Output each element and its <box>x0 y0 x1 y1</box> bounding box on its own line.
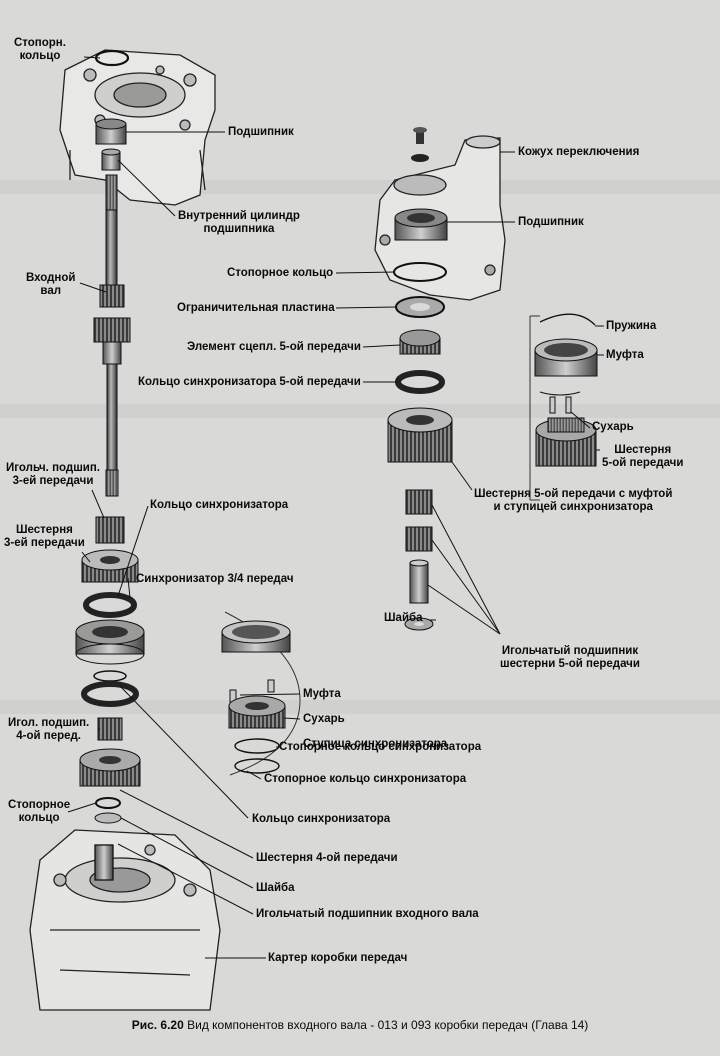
label-synchro-ring-5th: Кольцо синхронизатора 5-ой передачи <box>138 376 361 388</box>
label-shift-housing: Кожух переключения <box>518 146 640 158</box>
label-synchronizer-3-4: Синхронизатор 3/4 передач <box>136 573 294 585</box>
label-spring: Пружина <box>606 320 657 332</box>
engage-element-5th <box>399 329 441 355</box>
label-snap-ring-right: Стопорное кольцо <box>227 267 334 279</box>
needle-bearing-5th-a <box>405 489 433 515</box>
label-key-mid: Сухарь <box>303 713 345 725</box>
label-needle-bearing-input: Игольчатый подшипник входного вала <box>256 908 479 920</box>
hub-circlip-1 <box>234 738 280 754</box>
synchro-ring-4th <box>81 681 139 707</box>
figure-caption-text: Вид компонентов входного вала - 013 и 09… <box>187 1018 589 1032</box>
label-engage-element-5th: Элемент сцепл. 5-ой передачи <box>187 341 361 353</box>
bracket-right <box>529 315 540 501</box>
synchronizer-3-4 <box>75 619 145 665</box>
gear-3rd <box>81 549 139 583</box>
label-hub-circlip-1: Стопорное кольцо синхронизатора <box>279 741 482 753</box>
needle-bearing-5th-b <box>405 526 433 552</box>
synchro-ring-3rd <box>83 592 137 618</box>
gear-5th-right <box>535 417 597 467</box>
synchro-ring-5th <box>395 370 445 394</box>
label-synchro-ring-4th: Кольцо синхронизатора <box>252 813 391 825</box>
sleeve-mid <box>221 620 291 653</box>
gearbox-case <box>29 829 221 1011</box>
needle-bearing-4th <box>97 717 123 741</box>
label-washer-right: Шайба <box>384 612 423 624</box>
label-limit-plate: Ограничительная пластина <box>177 302 335 314</box>
label-sleeve-mid: Муфта <box>303 688 341 700</box>
figure-caption: Рис. 6.20 Вид компонентов входного вала … <box>0 1018 720 1032</box>
bearing-right <box>394 208 448 241</box>
label-gearbox-case: Картер коробки передач <box>268 952 408 964</box>
inner-race <box>101 148 121 171</box>
label-needle-bearing-3rd: Игольч. подшип.3-ей передачи <box>6 462 100 487</box>
hub-circlip-2 <box>234 758 280 774</box>
sleeve-right <box>534 338 598 377</box>
figure-number: Рис. 6.20 <box>131 1018 184 1032</box>
label-key-right: Сухарь <box>592 421 634 433</box>
label-gear-4th: Шестерня 4-ой передачи <box>256 852 398 864</box>
gear-4th <box>79 748 141 787</box>
keys-right <box>539 391 581 414</box>
input-shaft <box>93 174 131 497</box>
sleeve-bushing-5th <box>409 559 429 604</box>
label-needle-bearing-4th: Игол. подшип.4-ой перед. <box>8 717 90 742</box>
label-synchro-hub: Ступица синхронизатора <box>303 738 448 750</box>
gear-5th-assembly <box>387 407 453 463</box>
needle-bearing-3rd <box>95 516 125 544</box>
top-housing <box>59 49 216 206</box>
label-washer-bottom: Шайба <box>256 882 295 894</box>
label-snap-ring-top: Стопорн.кольцо <box>14 37 66 62</box>
synchro-hub <box>228 695 286 729</box>
label-bearing-right: Подшипник <box>518 216 584 228</box>
snap-ring-bottom <box>95 797 121 809</box>
bearing-left <box>95 118 127 145</box>
label-synchro-ring-left: Кольцо синхронизатора <box>150 499 289 511</box>
spring-right <box>539 313 596 326</box>
label-bearing-left: Подшипник <box>228 126 294 138</box>
label-hub-circlip-2: Стопорное кольцо синхронизатора <box>264 773 467 785</box>
leader-lines <box>67 56 604 959</box>
circlip-left <box>93 670 127 682</box>
washer-bottom <box>94 812 122 824</box>
label-sleeve-right: Муфта <box>606 349 644 361</box>
bolt <box>411 127 429 162</box>
